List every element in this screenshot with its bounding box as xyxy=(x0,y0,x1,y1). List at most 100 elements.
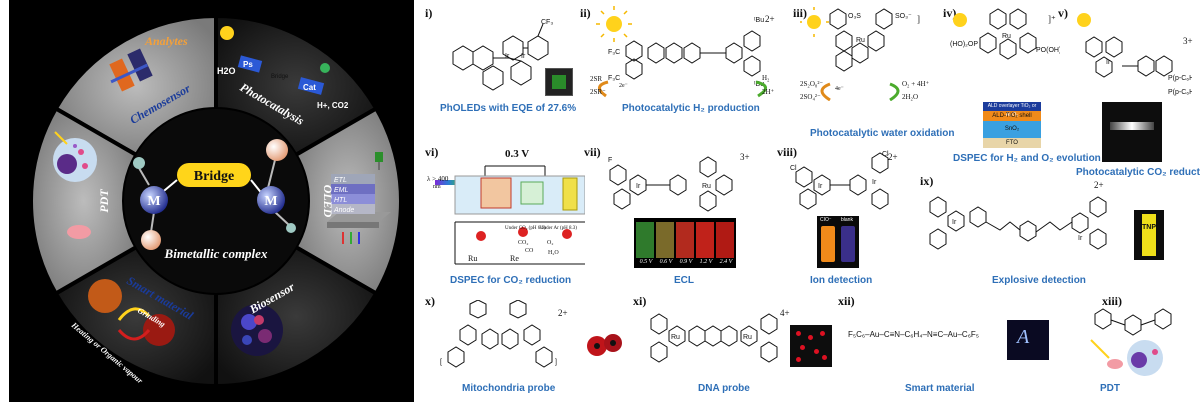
panel-xiii-caption: PDT xyxy=(1100,383,1120,394)
svg-text:Ir: Ir xyxy=(636,183,641,190)
panel-ii-charge: 2+ xyxy=(765,14,775,24)
oled-layer-htl: HTL xyxy=(334,197,347,204)
panel-vi-co2: CO₂ xyxy=(518,240,529,246)
svg-text:Ru: Ru xyxy=(671,334,680,341)
panel-ii-caption: Photocatalytic H₂ production xyxy=(622,103,760,114)
panel-x-caption: Mitochondria probe xyxy=(462,383,556,394)
ligand-ball xyxy=(133,157,145,169)
panel-viii-molecule: Ir Ir Cl Cl xyxy=(790,151,889,210)
ecl-voltage-5: 2.4 V xyxy=(719,259,733,265)
h2-bubble xyxy=(320,63,330,73)
panel-iii-charge-bracket: ] xyxy=(917,14,920,24)
panel-v-charge: 3+ xyxy=(1183,36,1193,46)
ligand-ball xyxy=(141,230,161,250)
vials-graphic xyxy=(109,48,153,92)
svg-text:Ir: Ir xyxy=(521,53,526,60)
center-hub xyxy=(124,109,308,293)
panel-vii-ecl-strip xyxy=(634,218,736,268)
svg-text:Ir: Ir xyxy=(505,53,510,60)
sun-icon xyxy=(220,26,234,40)
oled-layer-etl: ETL xyxy=(334,177,347,184)
ps-box xyxy=(237,55,263,73)
panel-i-device-photo xyxy=(545,68,573,96)
sno2-layer: SnO₂ xyxy=(983,121,1041,138)
svg-text:F₃C: F₃C xyxy=(608,49,620,56)
h2o-label: H2O xyxy=(217,66,236,76)
panel-xi-molecule: Ru Ru xyxy=(650,313,778,363)
svg-text:Ir: Ir xyxy=(952,219,957,226)
panel-ix-number: ix) xyxy=(920,174,934,188)
powder-red xyxy=(143,314,175,346)
panel-i-number: i) xyxy=(425,6,433,20)
panel-ii-text-2e: 2e⁻ xyxy=(619,83,628,89)
panel-viii-photo: CIO⁻ blank xyxy=(817,216,859,268)
panel-vii-voltage-labels: 0.5 V 0.6 V 0.9 V 1.2 V 2.4 V xyxy=(636,259,736,265)
ecl-voltage-3: 0.9 V xyxy=(679,259,693,265)
svg-text:Ir: Ir xyxy=(1078,235,1083,242)
panel-xi-caption: DNA probe xyxy=(698,383,750,394)
panel-ii-text-2sr-minus: 2SR⁻ xyxy=(590,88,606,96)
panel-xi-charge: 4+ xyxy=(780,308,790,318)
svg-text:Cl: Cl xyxy=(882,151,889,158)
metal-ball-right xyxy=(257,186,285,214)
panel-iv-number: iv) xyxy=(943,6,957,20)
panel-vi-cell xyxy=(435,165,585,265)
panel-ii-molecule: ᵗBu ᵗBu F₃C F₃C xyxy=(596,6,767,98)
panel-x-number: x) xyxy=(425,294,435,308)
segment-label-pdt: PDT xyxy=(97,189,111,213)
panel-iii-text-s2o8: 2S₂O₈²⁻ xyxy=(800,80,824,88)
panel-xiii-graphic xyxy=(1090,308,1172,376)
wheel-panel: Bridge M M Bimetallic complex Analytes P… xyxy=(9,0,414,402)
panel-xii-caption: Smart material xyxy=(905,383,975,394)
svg-text:Ru: Ru xyxy=(743,334,752,341)
panel-vi-co: CO xyxy=(525,248,534,254)
au-glow: A xyxy=(1017,326,1030,348)
panel-v-caption: Photocatalytic CO₂ reduction xyxy=(1076,167,1200,178)
panel-iii-caption: Photocatalytic water oxidation xyxy=(810,128,955,139)
panel-x-charge: 2+ xyxy=(558,308,568,318)
panel-iv-electrode: ALD overlayer TiO₂ or Al₂O₃ ALD-TiO₂ she… xyxy=(983,102,1041,150)
panel-ii-number: ii) xyxy=(580,6,591,20)
panel-xii-formula: F₅C₆–Au–C≡N–C₆H₄–N≡C–Au–C₆F₅ xyxy=(848,330,980,339)
panel-vi-re: Re xyxy=(510,254,519,263)
h-co2-label: H+, CO2 xyxy=(317,101,349,110)
svg-text:Ru: Ru xyxy=(702,183,711,190)
grinding-arrow xyxy=(117,307,151,321)
ligand-ball xyxy=(266,139,288,161)
panel-v-photo xyxy=(1102,102,1162,162)
panel-ix-vial: TNP xyxy=(1134,210,1164,260)
svg-text:]: ] xyxy=(555,359,557,366)
panel-viii-caption: Ion detection xyxy=(810,275,873,286)
pdt-mouse xyxy=(67,225,91,239)
svg-text:PO(OH)₂: PO(OH)₂ xyxy=(1036,47,1060,54)
panel-i-molecule: Ir Ir CF₃ xyxy=(452,19,553,91)
panel-iv-caption: DSPEC for H₂ and O₂ evolution xyxy=(953,153,1101,164)
panel-i-caption: PhOLEDs with EQE of 27.6% xyxy=(440,103,577,114)
cat-box xyxy=(297,77,325,95)
panel-iii-text-so4: 2SO₄²⁻ xyxy=(800,93,821,101)
ligand-ball xyxy=(286,223,296,233)
cat-label: Cat xyxy=(303,83,316,92)
panel-iv-bracket: ]⁺ xyxy=(1048,14,1056,24)
panel-viii-number: viii) xyxy=(777,145,797,159)
emission-arrows xyxy=(342,232,360,244)
svg-text:ᵗBu: ᵗBu xyxy=(754,81,764,88)
clo-label: CIO⁻ xyxy=(820,217,832,223)
analytes-tag: Analytes xyxy=(144,34,188,48)
svg-text:Ru: Ru xyxy=(1002,33,1011,40)
metal-ball-left xyxy=(140,186,168,214)
tnp-label: TNP xyxy=(1142,224,1156,231)
svg-text:CF₃: CF₃ xyxy=(541,19,553,26)
panel-vi-h2o: H₂O xyxy=(548,250,559,256)
svg-text:F: F xyxy=(608,157,612,164)
panel-vi-lambda: λ > 400 xyxy=(427,175,449,183)
svg-text:Ir: Ir xyxy=(1106,59,1111,66)
bridge-label: Bridge xyxy=(194,169,234,184)
ecl-voltage-1: 0.5 V xyxy=(639,259,653,265)
formula-au: Au xyxy=(869,330,880,339)
svg-text:Ir: Ir xyxy=(872,179,877,186)
panel-x-molecule: [ ] xyxy=(440,300,557,368)
panel-x-probe-image xyxy=(587,334,622,356)
ald-shell: ALD-TiO₂ shell xyxy=(983,111,1041,121)
svg-text:(HO)₂OP: (HO)₂OP xyxy=(950,41,978,48)
